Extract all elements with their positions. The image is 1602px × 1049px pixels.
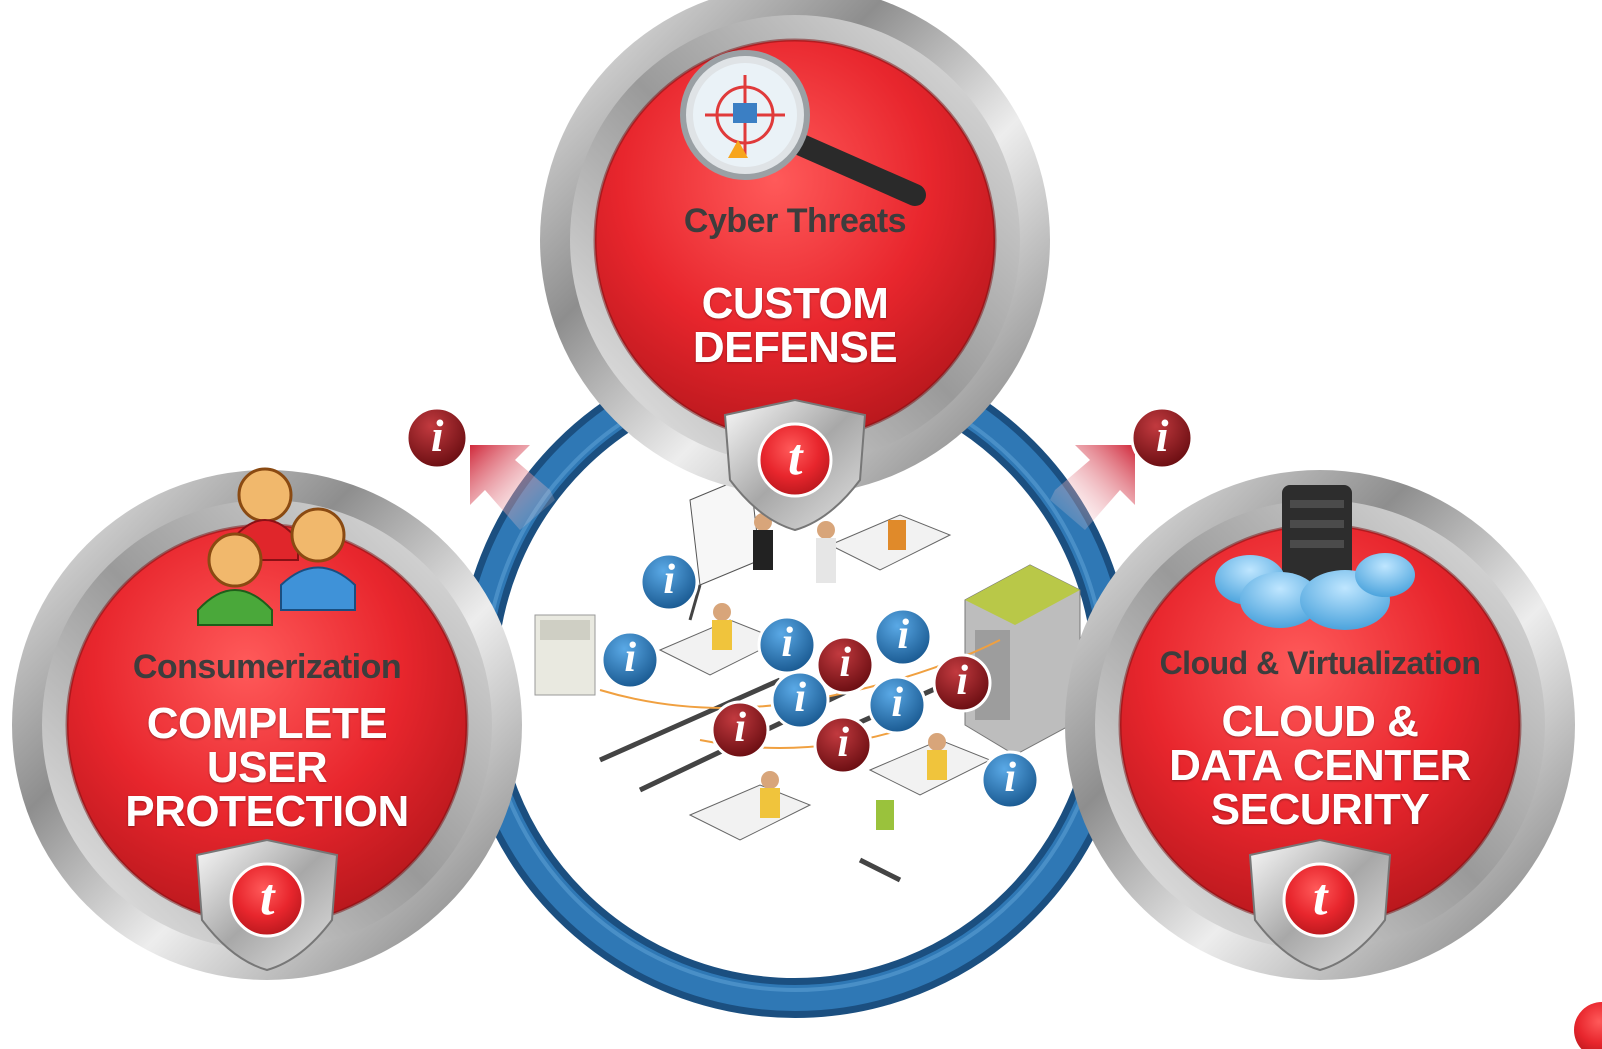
- hub-right-title-line-3: SECURITY: [1210, 785, 1430, 834]
- info-badge-icon[interactable]: [405, 406, 469, 470]
- info-badge-glyph: i: [624, 635, 636, 681]
- hub-left[interactable]: [12, 470, 522, 980]
- info-badge-glyph: i: [663, 557, 675, 603]
- arrow-to-left-info: [470, 445, 555, 530]
- hub-right-title-line-2: DATA CENTER: [1169, 741, 1471, 790]
- info-badge-glyph: i: [1004, 755, 1016, 801]
- info-badge-glyph: i: [430, 411, 444, 461]
- info-badge-icon[interactable]: [867, 675, 927, 735]
- info-badge-glyph: i: [794, 675, 806, 721]
- info-badge-icon[interactable]: [757, 615, 817, 675]
- hub-right-title-line-1: CLOUD &: [1221, 697, 1419, 746]
- info-badge-icon[interactable]: [710, 700, 770, 760]
- info-badge-glyph: i: [734, 705, 746, 751]
- info-badge-glyph: i: [781, 620, 793, 666]
- info-badge-icon[interactable]: [1130, 406, 1194, 470]
- corner-logo-icon: [1574, 1002, 1602, 1049]
- info-badge-icon[interactable]: [600, 630, 660, 690]
- info-badge-icon[interactable]: [815, 635, 875, 695]
- info-badge-icon[interactable]: [813, 715, 873, 775]
- logo-glyph-right: t: [1313, 869, 1327, 926]
- hub-right-category: Cloud & Virtualization: [1159, 645, 1481, 681]
- logo-glyph-top: t: [788, 429, 802, 486]
- info-badge-glyph: i: [1155, 411, 1169, 461]
- info-badge-icon[interactable]: [639, 552, 699, 612]
- info-badge-glyph: i: [891, 680, 903, 726]
- info-badge-icon[interactable]: [980, 750, 1040, 810]
- hub-left-category: Consumerization: [132, 648, 402, 686]
- arrow-to-right-info: [1050, 445, 1135, 530]
- hub-left-title-line-3: PROTECTION: [125, 787, 409, 836]
- cloud-server-icon: [1215, 485, 1415, 630]
- hub-top-title-line-2: DEFENSE: [692, 323, 898, 372]
- hub-top-category: Cyber Threats: [683, 202, 907, 240]
- info-badge-glyph: i: [897, 612, 909, 658]
- info-badge-icon[interactable]: [770, 670, 830, 730]
- info-badge-icon[interactable]: [873, 607, 933, 667]
- hub-left-title-line-2: USER: [206, 743, 328, 792]
- info-badge-icon[interactable]: [932, 653, 992, 713]
- logo-glyph-left: t: [260, 869, 274, 926]
- info-badge-glyph: i: [839, 640, 851, 686]
- info-badge-glyph: i: [956, 658, 968, 704]
- hub-right[interactable]: [1065, 470, 1575, 980]
- hub-top-title-line-1: CUSTOM: [701, 279, 889, 328]
- users-group-icon: [197, 467, 356, 626]
- shield-top: [723, 398, 867, 532]
- info-badge-glyph: i: [837, 720, 849, 766]
- hub-left-title-line-1: COMPLETE: [146, 699, 388, 748]
- magnifier-target-icon: [680, 50, 926, 206]
- shield-left: [195, 838, 339, 972]
- shield-right: [1248, 838, 1392, 972]
